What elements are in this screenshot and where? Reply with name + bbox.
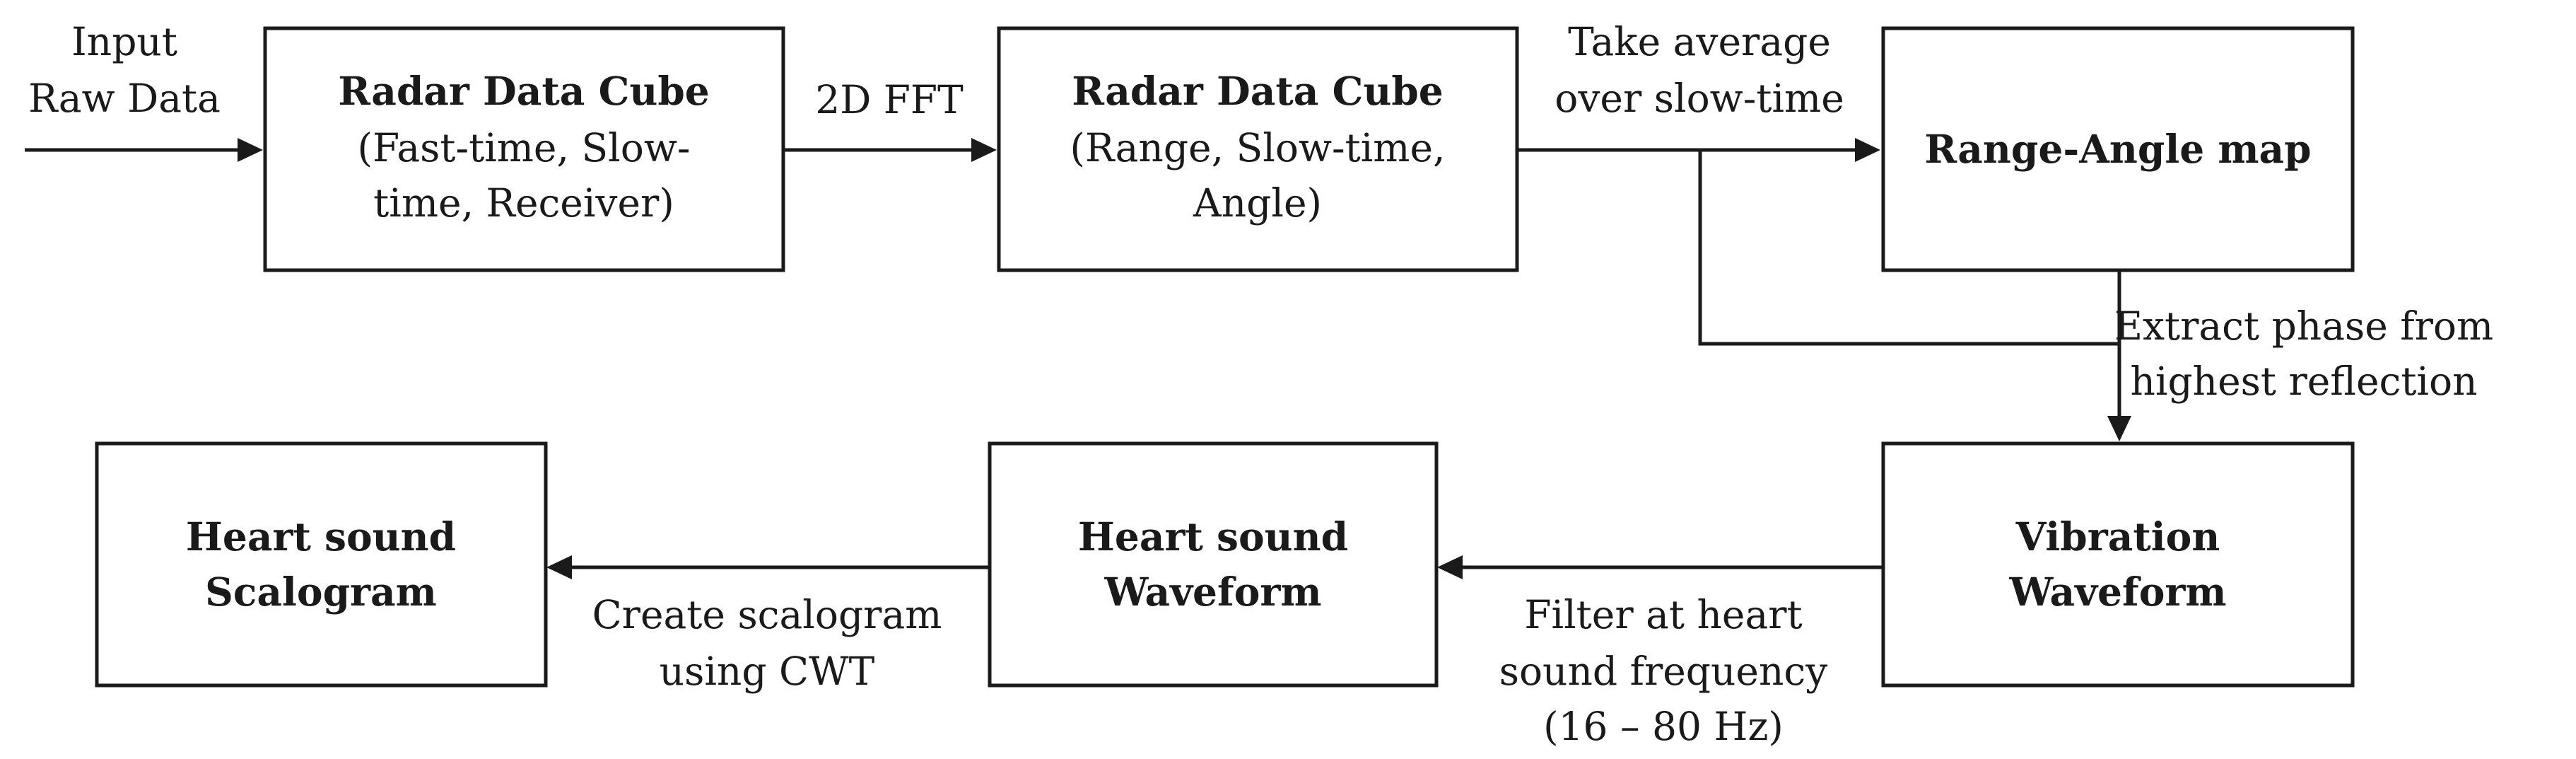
radar-cube-raw-title: Radar Data Cube bbox=[338, 68, 710, 114]
cwt-label-line1: Create scalogram bbox=[592, 592, 942, 637]
connectors bbox=[25, 138, 2131, 579]
input-label-line1: Input bbox=[71, 19, 177, 64]
cwt-arrowhead bbox=[546, 555, 572, 579]
heart-sound-waveform-frame bbox=[988, 441, 1439, 688]
extract-arrowhead bbox=[2107, 416, 2131, 441]
radar-cube-fft-box: Radar Data Cube (Range, Slow-time, Angle… bbox=[997, 26, 1519, 272]
radar-cube-raw-frame bbox=[263, 26, 785, 272]
vibration-waveform-frame bbox=[1881, 441, 2355, 688]
heart-sound-waveform-box: Heart sound Waveform bbox=[988, 441, 1439, 688]
average-arrowhead bbox=[1855, 138, 1880, 162]
heart-sound-scalogram-title1: Heart sound bbox=[186, 514, 456, 560]
heart-sound-scalogram-title2: Scalogram bbox=[205, 569, 437, 615]
range-angle-map-title: Range-Angle map bbox=[1924, 126, 2311, 172]
heart-sound-waveform-title2: Waveform bbox=[1103, 569, 1321, 615]
heart-sound-scalogram-frame bbox=[95, 441, 548, 688]
input-label-line2: Raw Data bbox=[28, 76, 221, 121]
filter-label-line2: sound frequency bbox=[1499, 649, 1828, 694]
radar-cube-fft-sub2: Angle) bbox=[1193, 180, 1322, 226]
average-label-line1: Take average bbox=[1568, 19, 1831, 64]
radar-cube-fft-frame bbox=[997, 26, 1519, 272]
vibration-waveform-box: Vibration Waveform bbox=[1881, 441, 2355, 688]
filter-arrowhead bbox=[1437, 555, 1463, 579]
radar-cube-raw-sub2: time, Receiver) bbox=[373, 180, 674, 226]
branch-line bbox=[1698, 150, 2119, 346]
heart-sound-waveform-title1: Heart sound bbox=[1078, 514, 1348, 560]
fft-label: 2D FFT bbox=[815, 77, 964, 122]
range-angle-map-frame bbox=[1881, 26, 2355, 272]
input-arrowhead bbox=[238, 138, 263, 162]
vibration-waveform-title1: Vibration bbox=[2015, 514, 2220, 560]
filter-label-line1: Filter at heart bbox=[1524, 592, 1802, 637]
radar-cube-fft-sub1: (Range, Slow-time, bbox=[1070, 125, 1446, 170]
heart-sound-scalogram-box: Heart sound Scalogram bbox=[95, 441, 548, 688]
range-angle-map-box: Range-Angle map bbox=[1881, 26, 2355, 272]
filter-label-line3: (16 – 80 Hz) bbox=[1543, 704, 1784, 749]
cwt-label-line2: using CWT bbox=[660, 649, 875, 694]
fft-arrowhead bbox=[971, 138, 997, 162]
edge-labels: Input Raw Data 2D FFT Take average over … bbox=[28, 19, 2493, 749]
radar-cube-fft-title: Radar Data Cube bbox=[1072, 68, 1444, 114]
extract-label-line1: Extract phase from bbox=[2114, 303, 2493, 349]
extract-label-line2: highest reflection bbox=[2130, 359, 2477, 404]
radar-cube-raw-box: Radar Data Cube (Fast-time, Slow- time, … bbox=[263, 26, 785, 272]
vibration-waveform-title2: Waveform bbox=[2008, 569, 2226, 615]
average-label-line2: over slow-time bbox=[1555, 76, 1844, 121]
radar-cube-raw-sub1: (Fast-time, Slow- bbox=[358, 125, 691, 170]
